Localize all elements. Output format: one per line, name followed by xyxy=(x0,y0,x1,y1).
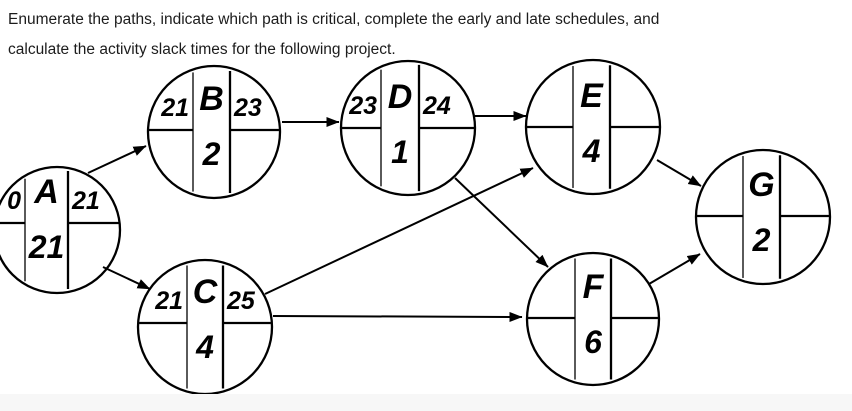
node-F-duration: 6 xyxy=(584,324,602,360)
node-E-duration: 4 xyxy=(582,133,601,169)
activity-node-D: D 23 24 1 xyxy=(339,59,477,197)
problem-statement-line-2: calculate the activity slack times for t… xyxy=(8,41,396,58)
problem-statement-line-1: Enumerate the paths, indicate which path… xyxy=(8,11,660,28)
node-B-early-right: 23 xyxy=(233,94,262,122)
activity-node-C: C 21 25 4 xyxy=(136,258,274,396)
node-D-early-right: 24 xyxy=(422,92,451,120)
node-G-duration: 2 xyxy=(752,222,771,258)
node-circle-A xyxy=(0,165,122,295)
node-G-letter: G xyxy=(748,166,774,204)
arrow-F-to-G xyxy=(648,253,701,285)
node-circle-E xyxy=(524,58,662,196)
node-C-letter: C xyxy=(193,273,218,311)
arrow-A-to-B xyxy=(87,145,147,174)
arrow-D-to-F xyxy=(454,177,549,268)
node-F-letter: F xyxy=(583,268,605,306)
arrow-C-to-E xyxy=(264,167,534,295)
node-A-duration: 21 xyxy=(28,229,65,265)
arrow-E-to-G xyxy=(656,159,702,187)
node-D-duration: 1 xyxy=(391,134,409,170)
node-D-letter: D xyxy=(388,78,413,116)
activity-node-F: F6 xyxy=(525,251,661,387)
page-bottom-strip xyxy=(0,394,852,411)
node-circle-F xyxy=(525,251,661,387)
problem-statement: Enumerate the paths, indicate which path… xyxy=(8,5,838,65)
activity-node-G: G2 xyxy=(694,148,832,286)
node-D-early-left: 23 xyxy=(348,92,377,120)
arrow-C-to-F xyxy=(272,311,523,322)
node-C-early-left: 21 xyxy=(154,287,183,315)
node-circle-G xyxy=(694,148,832,286)
node-C-duration: 4 xyxy=(195,329,214,365)
node-A-letter: A xyxy=(33,173,59,211)
node-A-early-left: 0 xyxy=(7,187,21,215)
node-B-duration: 2 xyxy=(202,136,221,172)
node-B-early-left: 21 xyxy=(160,94,189,122)
node-C-early-right: 25 xyxy=(226,287,256,315)
node-circle-D xyxy=(339,59,477,197)
activity-node-E: E4 xyxy=(524,58,662,196)
node-A-early-right: 21 xyxy=(71,187,100,215)
node-B-letter: B xyxy=(199,80,224,118)
activity-node-B: B 21 23 2 xyxy=(146,64,282,200)
arrow-A-to-C xyxy=(102,266,151,290)
node-E-letter: E xyxy=(580,77,604,115)
node-circle-B xyxy=(146,64,282,200)
